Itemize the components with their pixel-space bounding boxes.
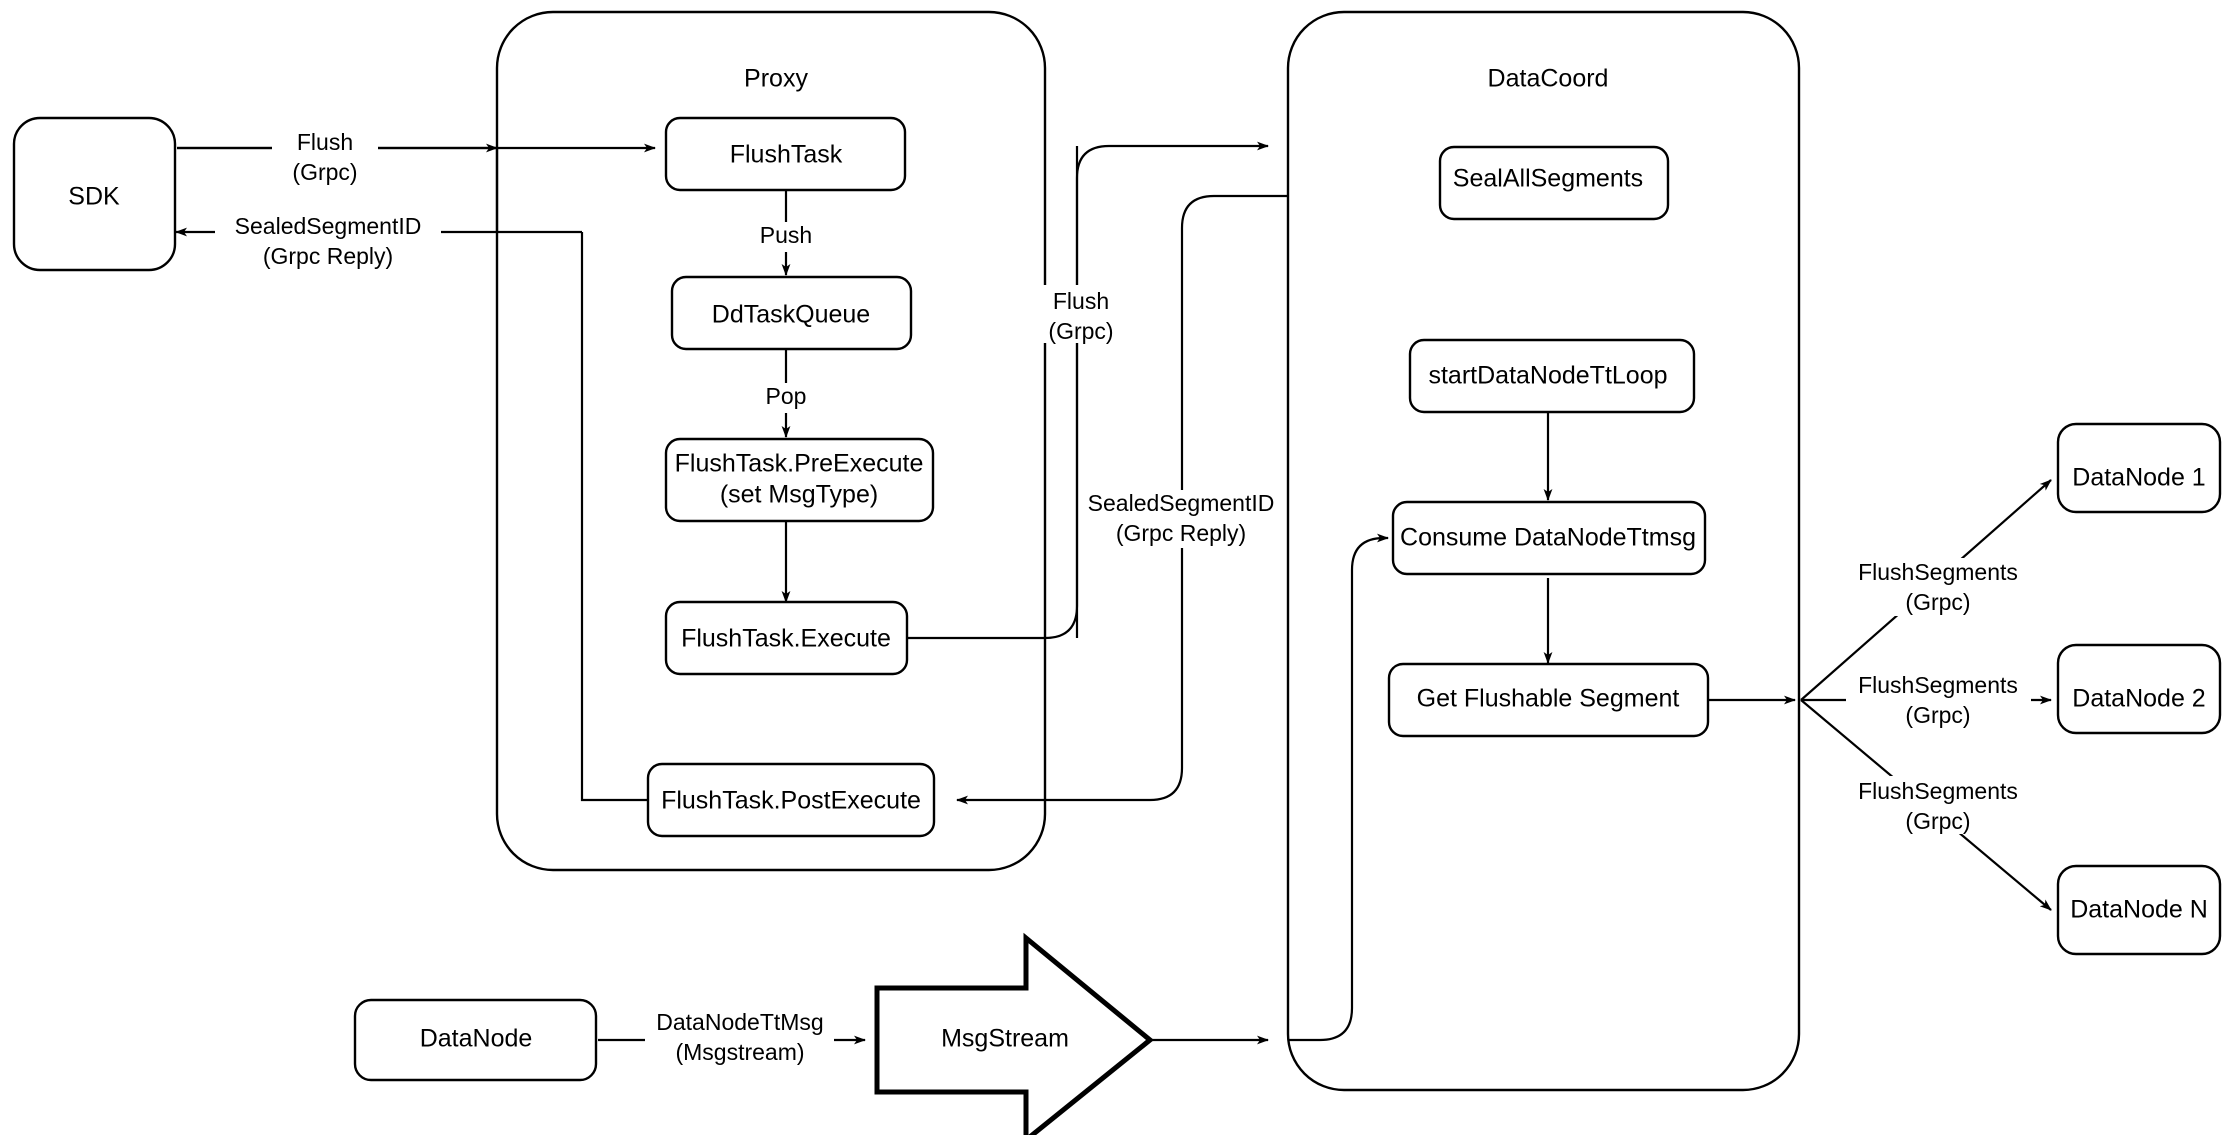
label-bg xyxy=(1031,285,1135,343)
preexecute-label-line2: (set MsgType) xyxy=(720,481,878,509)
node-ddtaskqueue[interactable]: DdTaskQueue xyxy=(670,275,913,351)
getflushable-box[interactable] xyxy=(1387,662,1710,738)
node-get-flushable-segment[interactable]: Get Flushable Segment xyxy=(1387,662,1710,738)
label-bg xyxy=(645,1007,834,1067)
flushsegments-1-line1: FlushSegments xyxy=(1858,559,2018,585)
edge-label-sdk-sealedsegmentid: SealedSegmentID (Grpc Reply) xyxy=(215,212,441,269)
postexecute-box[interactable] xyxy=(646,762,936,838)
preexecute-label-line1: FlushTask.PreExecute xyxy=(675,450,924,478)
edge-postexecute-return-riser xyxy=(580,232,650,802)
flushsegments-1-line2: (Grpc) xyxy=(1905,589,1970,615)
startloop-label: startDataNodeTtLoop xyxy=(1428,362,1667,390)
edge-label-flushsegments-n: FlushSegments (Grpc) xyxy=(1846,776,2031,834)
sealallsegments-label: SealAllSegments xyxy=(1453,165,1643,193)
datanode-n-box[interactable] xyxy=(2056,864,2222,956)
consume-ttmsg-box[interactable] xyxy=(1391,500,1707,576)
node-flushtask[interactable]: FlushTask xyxy=(664,116,907,192)
node-datanode-2[interactable]: DataNode 2 xyxy=(2056,643,2222,735)
datanode-source-box[interactable] xyxy=(353,998,598,1082)
node-start-datanode-tt-loop[interactable]: startDataNodeTtLoop xyxy=(1408,338,1696,414)
flushtask-box[interactable] xyxy=(664,116,907,192)
flushsegments-2-line2: (Grpc) xyxy=(1905,702,1970,728)
edge-label-coord-proxy-sealed: SealedSegmentID (Grpc Reply) xyxy=(1088,490,1275,548)
execute-box[interactable] xyxy=(664,600,909,676)
edge-label-datanode-ttmsg: DataNodeTtMsg (Msgstream) xyxy=(645,1007,834,1067)
label-bg xyxy=(752,222,822,252)
datanode-n-label: DataNode N xyxy=(2070,896,2208,924)
startloop-box[interactable] xyxy=(1408,338,1696,414)
proxy-coord-flush-line1: Flush xyxy=(1053,288,1109,314)
datanode-1-label: DataNode 1 xyxy=(2072,464,2205,492)
datanode-1-box[interactable] xyxy=(2056,422,2222,514)
edge-label-proxy-coord-flush: Flush (Grpc) xyxy=(1031,285,1135,344)
datanode-ttmsg-line1: DataNodeTtMsg xyxy=(656,1009,823,1035)
datanode-ttmsg-line2: (Msgstream) xyxy=(675,1039,804,1065)
ddtaskqueue-label: DdTaskQueue xyxy=(712,301,870,329)
label-bg xyxy=(1846,670,2031,728)
push-label: Push xyxy=(760,222,812,248)
edge-label-flushsegments-2: FlushSegments (Grpc) xyxy=(1846,670,2031,728)
edge-datacoord-to-consume-ttmsg xyxy=(1288,533,1389,1042)
label-bg xyxy=(1088,490,1274,548)
edge-label-push: Push xyxy=(752,222,822,252)
sdk-flush-label-line1: Flush xyxy=(297,129,353,155)
sdk-flush-label-line2: (Grpc) xyxy=(292,159,357,185)
getflushable-label: Get Flushable Segment xyxy=(1417,685,1680,713)
ddtaskqueue-box[interactable] xyxy=(670,275,913,351)
sdk-box[interactable] xyxy=(12,116,177,272)
edge-label-flushsegments-1: FlushSegments (Grpc) xyxy=(1846,558,2031,616)
msgstream-arrow-shape[interactable] xyxy=(874,932,1154,1135)
pop-label: Pop xyxy=(766,383,807,409)
node-sdk[interactable]: SDK xyxy=(12,116,177,272)
datanode-2-label: DataNode 2 xyxy=(2072,685,2205,713)
preexecute-box[interactable] xyxy=(664,437,935,523)
label-bg xyxy=(272,127,378,185)
datanode-source-label: DataNode xyxy=(420,1025,533,1053)
coord-proxy-sealed-line1: SealedSegmentID xyxy=(1088,490,1275,516)
edge-label-pop: Pop xyxy=(756,383,818,413)
node-flushtask-postexecute[interactable]: FlushTask.PostExecute xyxy=(646,762,936,838)
flushsegments-2-line1: FlushSegments xyxy=(1858,672,2018,698)
sdk-sealed-label-line2: (Grpc Reply) xyxy=(263,243,393,269)
node-flushtask-preexecute[interactable]: FlushTask.PreExecute (set MsgType) xyxy=(664,437,935,523)
coord-proxy-sealed-line2: (Grpc Reply) xyxy=(1116,520,1246,546)
flushtask-label: FlushTask xyxy=(730,141,843,169)
flushsegments-n-line1: FlushSegments xyxy=(1858,778,2018,804)
sdk-label: SDK xyxy=(68,183,120,211)
sealallsegments-box[interactable] xyxy=(1438,145,1670,221)
execute-label: FlushTask.Execute xyxy=(681,625,891,653)
label-bg xyxy=(1846,558,2031,616)
postexecute-label: FlushTask.PostExecute xyxy=(661,787,921,815)
datanode-2-box[interactable] xyxy=(2056,643,2222,735)
flushsegments-n-line2: (Grpc) xyxy=(1905,808,1970,834)
datacoord-container-label: DataCoord xyxy=(1488,65,1609,93)
node-msgstream[interactable]: MsgStream xyxy=(874,932,1154,1135)
label-bg xyxy=(1846,776,2031,834)
label-bg xyxy=(215,212,441,268)
node-flushtask-execute[interactable]: FlushTask.Execute xyxy=(664,600,909,676)
label-bg xyxy=(756,383,818,413)
edge-label-sdk-flush: Flush (Grpc) xyxy=(272,127,378,185)
node-sealallsegments[interactable]: SealAllSegments xyxy=(1438,145,1670,221)
sdk-sealed-label-line1: SealedSegmentID xyxy=(235,213,422,239)
node-datanode-source[interactable]: DataNode xyxy=(353,998,598,1082)
node-datanode-1[interactable]: DataNode 1 xyxy=(2056,422,2222,514)
proxy-coord-flush-line2: (Grpc) xyxy=(1048,318,1113,344)
node-consume-datanode-ttmsg[interactable]: Consume DataNodeTtmsg xyxy=(1391,500,1707,576)
consume-ttmsg-label: Consume DataNodeTtmsg xyxy=(1400,524,1696,552)
proxy-container-label: Proxy xyxy=(744,65,808,93)
node-datanode-n[interactable]: DataNode N xyxy=(2056,864,2222,956)
msgstream-label: MsgStream xyxy=(941,1025,1069,1053)
